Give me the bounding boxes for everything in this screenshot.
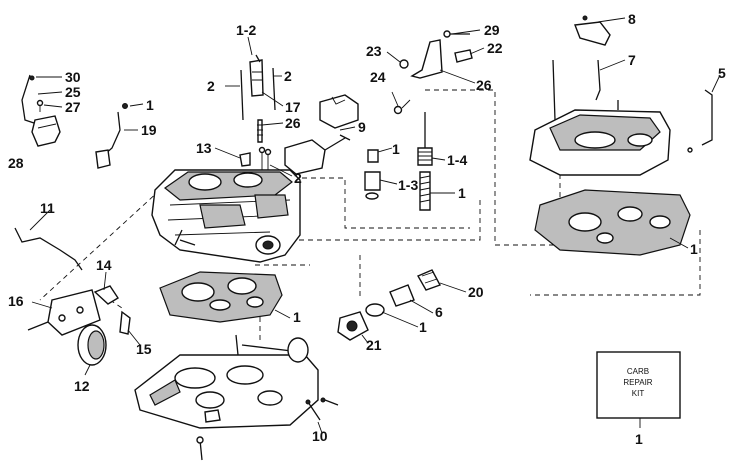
callout-20: 20 <box>468 284 484 300</box>
screws-10 <box>305 397 339 421</box>
kit-line-3: KIT <box>632 389 645 398</box>
fuel-inlet <box>337 269 441 341</box>
needle-and-rods <box>240 54 276 143</box>
screws-13-2 <box>239 146 272 172</box>
callout-8: 8 <box>628 11 636 27</box>
callout-25: 25 <box>65 84 81 100</box>
callout-23: 23 <box>366 43 382 59</box>
callout-26: 26 <box>285 115 301 131</box>
kit-line-2: REPAIR <box>623 378 652 387</box>
kit-line-1: CARB <box>627 367 649 376</box>
callout-1: 1 <box>419 319 427 335</box>
callout-13: 13 <box>196 140 212 156</box>
callout-17: 17 <box>285 99 301 115</box>
callout-15: 15 <box>136 341 152 357</box>
callout-27: 27 <box>65 99 81 115</box>
throttle-body-gasket <box>159 271 283 323</box>
choke-rod-assembly <box>21 74 61 147</box>
callout-1-2: 1-2 <box>236 22 256 38</box>
callout-7: 7 <box>628 52 636 68</box>
throttle-body <box>134 334 319 461</box>
callout-1: 1 <box>146 97 154 113</box>
callout-28: 28 <box>8 155 24 171</box>
accelerator-pump <box>364 112 433 211</box>
callout-9: 9 <box>358 119 366 135</box>
callout-21: 21 <box>366 337 382 353</box>
floats-9 <box>284 94 359 175</box>
callout-1-3: 1-3 <box>398 177 418 193</box>
rod-11 <box>14 227 83 271</box>
callout-1: 1 <box>690 241 698 257</box>
callout-12: 12 <box>74 378 90 394</box>
choke-pulloff <box>27 285 131 366</box>
callout-5: 5 <box>718 65 726 81</box>
callout-6: 6 <box>435 304 443 320</box>
callout-2: 2 <box>284 68 292 84</box>
callout-14: 14 <box>96 257 112 273</box>
callout-30: 30 <box>65 69 81 85</box>
callout-1: 1 <box>392 141 400 157</box>
callout-24: 24 <box>370 69 386 85</box>
repair-kit-box: CARB REPAIR KIT <box>596 351 681 419</box>
callout-2: 2 <box>294 170 302 186</box>
air-horn-gasket <box>534 189 691 256</box>
callout-29: 29 <box>484 22 500 38</box>
callout-1-4: 1-4 <box>447 152 467 168</box>
callout-11: 11 <box>40 200 55 216</box>
callout-22: 22 <box>487 40 503 56</box>
rod-19 <box>95 103 128 169</box>
callout-1: 1 <box>293 309 301 325</box>
callout-2: 2 <box>207 78 215 94</box>
callout-1: 1 <box>458 185 466 201</box>
callout-19: 19 <box>141 122 157 138</box>
callout-1: 1 <box>635 431 643 447</box>
callout-26: 26 <box>476 77 492 93</box>
callout-10: 10 <box>312 428 328 444</box>
carburetor-main-body <box>151 169 301 263</box>
bracket-assembly <box>393 30 473 115</box>
callout-16: 16 <box>8 293 24 309</box>
callout-labels: 30 25 27 28 1 19 1-2 2 2 17 26 13 2 9 23… <box>8 11 726 447</box>
air-horn-assembly <box>529 15 713 176</box>
